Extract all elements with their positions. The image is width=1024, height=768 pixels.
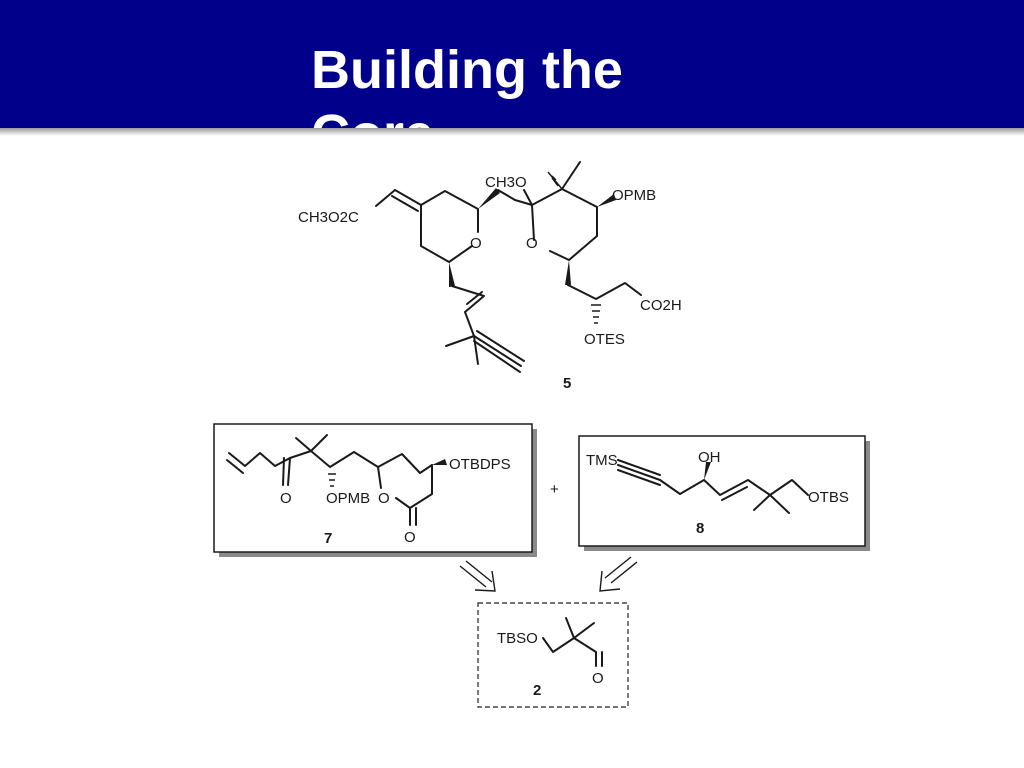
retrosynthetic-arrow-left bbox=[459, 560, 496, 592]
compound-8-box bbox=[578, 435, 866, 547]
compound-5-number: 5 bbox=[563, 375, 571, 392]
compound-2-tbso-label: TBSO bbox=[497, 630, 538, 647]
compound-7-ring-oxygen: O bbox=[378, 490, 390, 507]
compound-5-ester-label: CH3O2C bbox=[298, 209, 359, 226]
compound-2-box bbox=[477, 602, 629, 708]
slide-header: Building the Core bbox=[0, 0, 1024, 128]
compound-8-tms-label: TMS bbox=[586, 452, 618, 469]
compound-5-opmb-label: OPMB bbox=[612, 187, 656, 204]
compound-7-opmb-label: OPMB bbox=[326, 490, 370, 507]
compound-5-ring-oxygen-right: O bbox=[526, 235, 538, 252]
header-shadow bbox=[0, 128, 1024, 136]
compound-5-acid-label: CO2H bbox=[640, 297, 682, 314]
compound-5-structure bbox=[375, 161, 642, 373]
compound-7-otbdps-label: OTBDPS bbox=[449, 456, 511, 473]
plus-sign: + bbox=[550, 481, 559, 498]
compound-8-otbs-label: OTBS bbox=[808, 489, 849, 506]
slide-title: Building the Core bbox=[311, 40, 623, 128]
compound-7-lactone-oxygen: O bbox=[404, 529, 416, 546]
compound-7-ketone-oxygen: O bbox=[280, 490, 292, 507]
compound-7-box bbox=[213, 423, 533, 553]
compound-7-structure bbox=[226, 434, 447, 526]
compound-2-structure bbox=[542, 617, 603, 667]
compound-7-number: 7 bbox=[324, 530, 332, 547]
retrosynthetic-arrow-right bbox=[599, 556, 638, 592]
compound-8-structure bbox=[617, 459, 809, 514]
compound-5-methoxy-label: CH3O bbox=[485, 174, 527, 191]
compound-2-aldehyde-oxygen: O bbox=[592, 670, 604, 687]
compound-2-number: 2 bbox=[533, 682, 541, 699]
compound-5-ring-oxygen-left: O bbox=[470, 235, 482, 252]
compound-8-number: 8 bbox=[696, 520, 704, 537]
compound-8-oh-label: OH bbox=[698, 449, 721, 466]
compound-5-otes-label: OTES bbox=[584, 331, 625, 348]
